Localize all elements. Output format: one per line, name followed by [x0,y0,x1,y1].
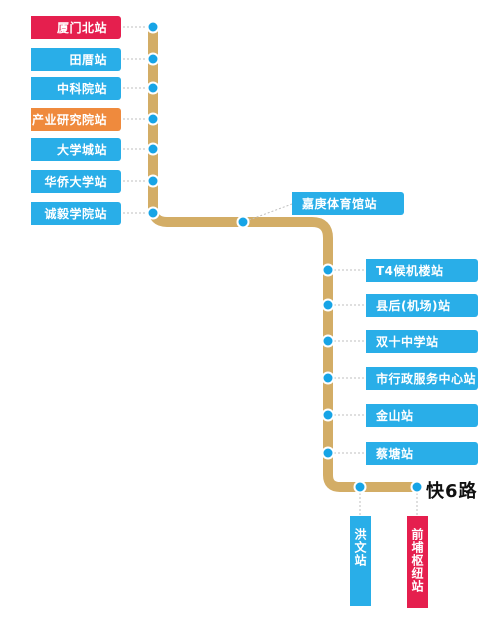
station-label-jiageng-stadium[interactable]: 嘉庚体育馆站 [292,192,404,215]
dot-university-town[interactable] [146,142,160,156]
dot-admin-center[interactable] [321,371,335,385]
station-dots [146,20,424,494]
dot-chengyi-college[interactable] [146,206,160,220]
station-label-university-town[interactable]: 大学城站 [31,138,121,161]
station-label-hongwen[interactable]: 洪文站 [350,516,371,606]
dot-qianpu-hub[interactable] [410,480,424,494]
dot-shuangshi-school[interactable] [321,334,335,348]
dot-cas[interactable] [146,81,160,95]
dot-tiancuo[interactable] [146,52,160,66]
dot-t4-terminal[interactable] [321,263,335,277]
station-label-xiamen-north[interactable]: 厦门北站 [31,16,121,39]
station-label-shuangshi-school[interactable]: 双十中学站 [366,330,478,353]
station-label-t4-terminal[interactable]: T4候机楼站 [366,259,478,282]
station-label-qianpu-hub[interactable]: 前埔枢纽站 [407,516,428,608]
station-label-huaqiao-university[interactable]: 华侨大学站 [31,170,121,193]
dot-jinshan[interactable] [321,408,335,422]
dot-hongwen[interactable] [353,480,367,494]
station-label-industry-institute[interactable]: 产业研究院站 [31,108,121,131]
dot-industry-institute[interactable] [146,112,160,126]
station-label-admin-center[interactable]: 市行政服务中心站 [366,367,478,390]
dot-huaqiao-university[interactable] [146,174,160,188]
station-label-chengyi-college[interactable]: 诚毅学院站 [31,202,121,225]
dot-xianhou-airport[interactable] [321,298,335,312]
route-name: 快6路 [426,481,478,502]
dot-jiageng-stadium[interactable] [236,215,250,229]
station-label-jinshan[interactable]: 金山站 [366,404,478,427]
leader-lines [123,26,418,516]
station-label-tiancuo[interactable]: 田厝站 [31,48,121,71]
station-label-xianhou-airport[interactable]: 县后(机场)站 [366,294,478,317]
dot-xiamen-north[interactable] [146,20,160,34]
dot-caitang[interactable] [321,446,335,460]
station-label-caitang[interactable]: 蔡塘站 [366,442,478,465]
station-label-cas[interactable]: 中科院站 [31,77,121,100]
